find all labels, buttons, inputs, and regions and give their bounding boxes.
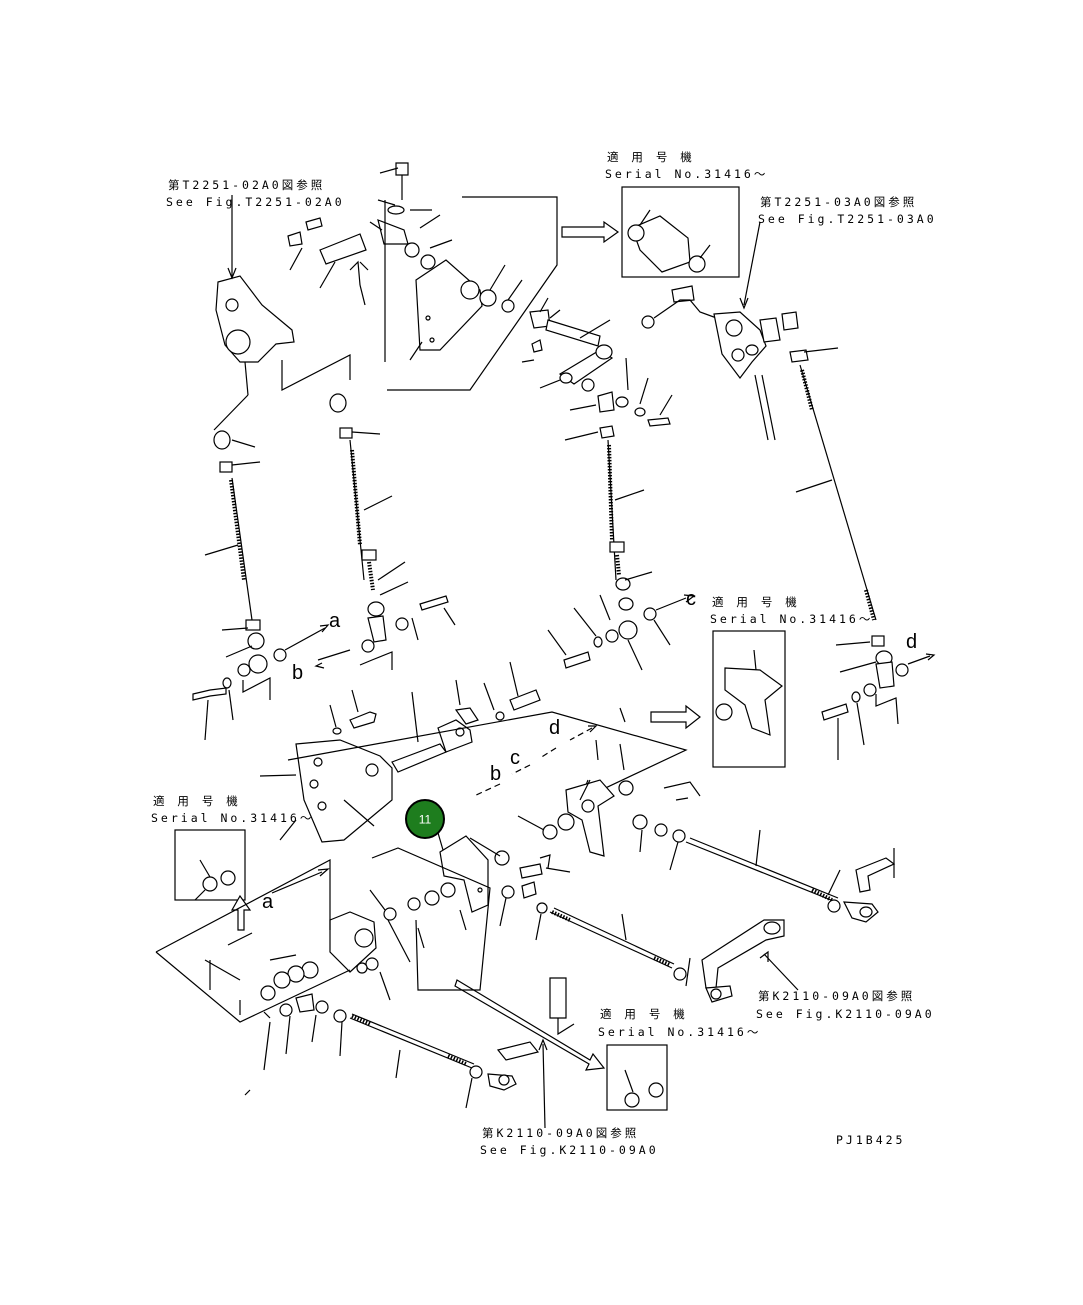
ref-c-lower: c [510,747,520,769]
hollow-arrow-right [650,704,701,730]
lower-rod-middle [549,907,799,1003]
callout-serial-bottom: 適 用 号 機 Serial No.31416～ [598,1007,761,1039]
callout-serial-right: 適 用 号 機 Serial No.31416～ [710,595,873,626]
serial-jp: 適 用 号 機 [712,595,800,609]
callout-en: See Fig.T2251-03A0 [758,212,937,226]
hollow-arrow-bottom [454,979,606,1071]
inset-box-bottom [606,1044,668,1111]
callout-fig-t2251-03a0: 第T2251-03A0図参照 See Fig.T2251-03A0 [758,195,937,226]
ref-a-lower: a [262,891,274,913]
lower-middle-bracket [369,825,571,991]
inset-box-top [621,186,740,278]
callout-serial-top: 適 用 号 機 Serial No.31416～ [605,150,768,181]
serial-en: Serial No.31416～ [605,167,768,181]
callout-fig-k2110-09a0-bottom: 第K2110-09A0図参照 See Fig.K2110-09A0 [480,1126,659,1157]
upper-left-bracket [215,195,351,396]
hollow-arrow-left [230,894,252,931]
second-rod [329,393,456,670]
connection-lines [473,725,598,797]
drawing-code: PJ1B425 [836,1133,905,1147]
callout-fig-k2110-09a0-right: 第K2110-09A0図参照 See Fig.K2110-09A0 [756,989,935,1021]
callout-jp: 第T2251-03A0図参照 [760,195,917,209]
serial-jp: 適 用 号 機 [600,1007,688,1021]
callout-en: See Fig.K2110-09A0 [756,1007,935,1021]
ref-b-upper: b [292,662,303,684]
third-rod [547,439,696,671]
serial-en: Serial No.31416～ [598,1025,761,1039]
hollow-arrow-top [561,220,620,244]
ref-c-upper: c [686,588,696,610]
upper-right-linkage [641,221,877,621]
center-link-arm [521,297,673,441]
callout-jp: 第T2251-02A0図参照 [168,178,325,192]
callout-en: See Fig.K2110-09A0 [480,1143,659,1157]
main-bracket-left [259,739,393,843]
upper-center-bracket [287,162,558,391]
serial-jp: 適 用 号 機 [607,150,695,164]
lower-left-bracket [155,859,411,1071]
lower-rod-left [244,977,575,1129]
ref-a-upper: a [329,610,341,632]
main-shaft [287,661,688,802]
serial-en: Serial No.31416～ [710,612,873,626]
serial-jp: 適 用 号 機 [153,794,241,808]
callout-en: See Fig.T2251-02A0 [166,195,345,209]
upper-right-rod-end [821,635,936,760]
lower-bushing-stack [469,743,701,871]
callout-serial-left: 適 用 号 機 Serial No.31416～ [151,794,314,825]
part-marker-label[interactable]: 11 [419,813,432,827]
ref-d-lower: d [549,717,560,739]
lower-rod-right [685,829,896,923]
part-marker-circle[interactable] [405,799,445,839]
callout-jp: 第K2110-09A0図参照 [482,1126,639,1140]
part-marker-11[interactable]: 11 [405,799,445,839]
upper-left-rod [192,394,351,741]
callout-fig-t2251-02a0: 第T2251-02A0図参照 See Fig.T2251-02A0 [166,178,345,209]
ref-b-lower: b [490,763,501,785]
ref-d-upper: d [906,631,917,653]
inset-box-right [712,630,786,768]
serial-en: Serial No.31416～ [151,811,314,825]
inset-box-left [174,829,246,901]
callout-jp: 第K2110-09A0図参照 [758,989,915,1003]
